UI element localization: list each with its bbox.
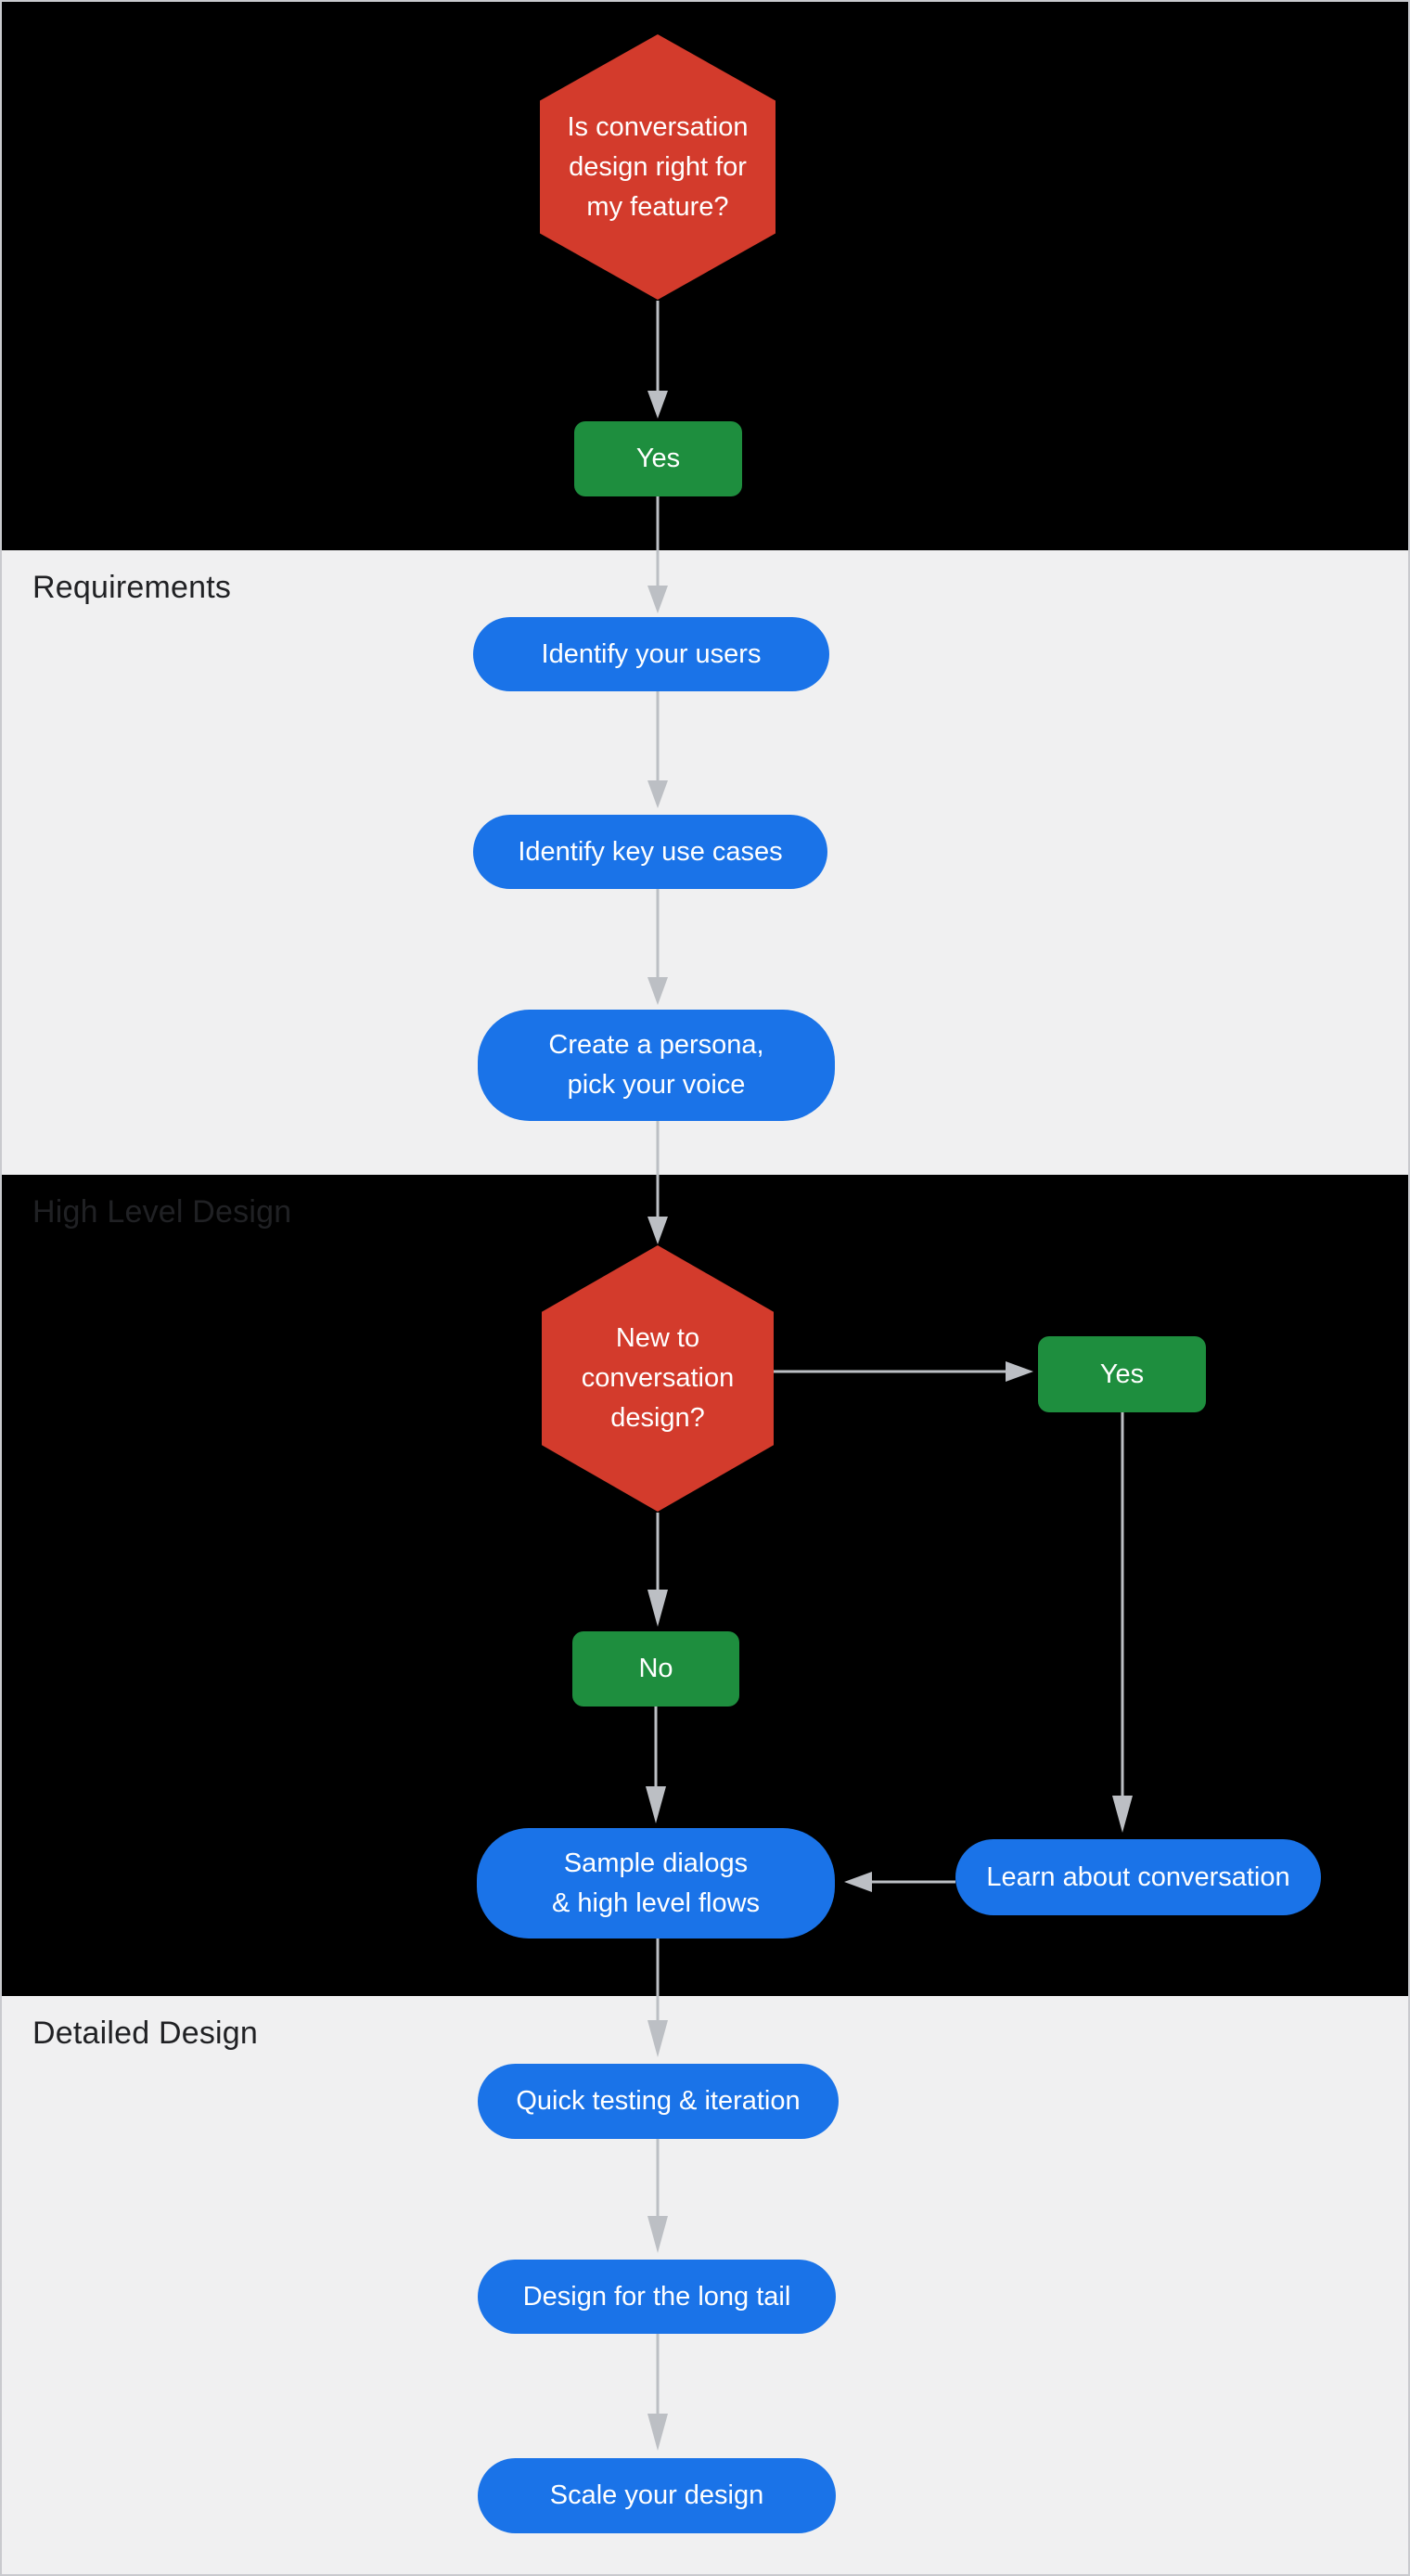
decision-line: design right for — [569, 151, 747, 182]
step-create-a-persona[interactable]: Create a persona, pick your voice — [478, 1010, 835, 1121]
step-label: Learn about conversation — [986, 1861, 1290, 1892]
step-line: pick your voice — [567, 1070, 746, 1100]
step-design-for-long-tail[interactable]: Design for the long tail — [478, 2260, 836, 2334]
step-line: Sample dialogs — [563, 1848, 749, 1878]
step-line: & high level flows — [551, 1887, 761, 1918]
decision-line: conversation — [581, 1363, 735, 1393]
step-label: Design for the long tail — [522, 2281, 791, 2312]
step-scale-your-design[interactable]: Scale your design — [478, 2458, 836, 2533]
answer-no-new[interactable]: No — [572, 1631, 739, 1707]
decision-line: Is conversation — [567, 111, 749, 142]
section-label-detailed-design: Detailed Design — [32, 2016, 259, 2051]
step-label: Quick testing & iteration — [516, 2086, 801, 2116]
answer-label: Yes — [635, 444, 681, 473]
step-quick-testing-iteration[interactable]: Quick testing & iteration — [478, 2064, 839, 2139]
decision-line: my feature? — [586, 191, 729, 222]
decision-new-to-conversation-design[interactable]: New to conversation design? — [542, 1245, 774, 1512]
step-label: Identify key use cases — [518, 836, 783, 867]
step-identify-key-use-cases[interactable]: Identify key use cases — [473, 815, 827, 889]
decision-line: design? — [610, 1403, 705, 1433]
answer-yes-new[interactable]: Yes — [1038, 1336, 1206, 1412]
step-sample-dialogs[interactable]: Sample dialogs & high level flows — [477, 1828, 835, 1938]
step-line: Create a persona, — [548, 1030, 764, 1060]
answer-label: No — [638, 1654, 673, 1683]
section-label-requirements: Requirements — [32, 570, 232, 605]
step-identify-your-users[interactable]: Identify your users — [473, 617, 829, 691]
section-label-high-level-design: High Level Design — [32, 1194, 292, 1230]
decision-line: New to — [615, 1323, 700, 1353]
answer-label: Yes — [1099, 1359, 1145, 1389]
answer-yes-feature[interactable]: Yes — [574, 421, 742, 496]
step-label: Scale your design — [549, 2480, 764, 2510]
step-learn-about-conversation[interactable]: Learn about conversation — [955, 1839, 1321, 1915]
step-label: Identify your users — [541, 638, 762, 669]
